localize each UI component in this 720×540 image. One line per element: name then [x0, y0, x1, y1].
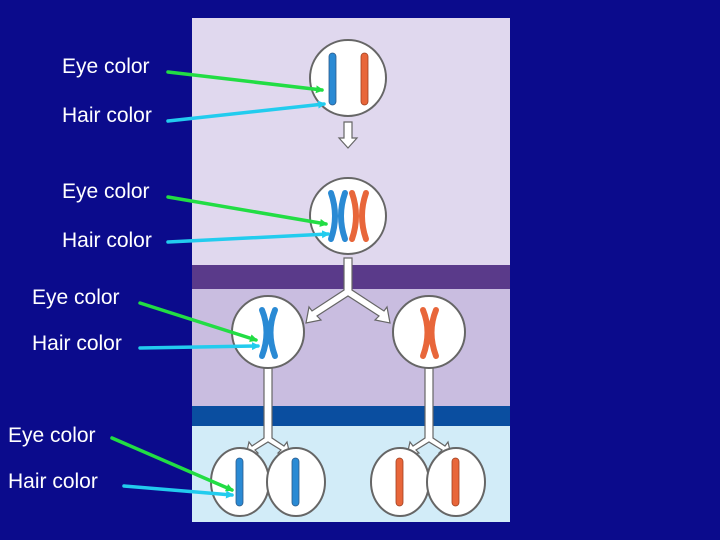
- arrow-cell1-to-cell2: [337, 121, 359, 149]
- label-eye-color-1: Eye color: [62, 55, 150, 78]
- chromosome-blue-x: [328, 190, 348, 242]
- stage-arrows: [245, 121, 452, 456]
- arrow-split-right-meiosis-2: [406, 367, 452, 456]
- pointer-eye-3: [138, 301, 258, 342]
- gamete-4: [426, 447, 486, 517]
- label-hair-color-3: Hair color: [32, 332, 122, 355]
- arrow-split-meiosis-1: [305, 257, 391, 324]
- pointer-eye-4: [110, 436, 234, 492]
- pointer-hair-3: [138, 342, 260, 351]
- gamete-2: [266, 447, 326, 517]
- arrow-split-left-meiosis-2: [245, 367, 291, 456]
- chromosome-blue-x: [259, 307, 278, 359]
- chromosome-orange-x: [420, 307, 439, 359]
- pointer-hair-1: [166, 100, 326, 123]
- chromatid-orange: [451, 457, 460, 507]
- chromosome-orange-x: [349, 190, 369, 242]
- cell-parent: [309, 39, 387, 117]
- chromatid-blue: [291, 457, 300, 507]
- pointer-hair-4: [122, 484, 234, 499]
- label-hair-color-1: Hair color: [62, 104, 152, 127]
- chromatid-blue: [235, 457, 244, 507]
- chromosome-orange: [360, 52, 369, 106]
- label-eye-color-4: Eye color: [8, 424, 96, 447]
- chromatid-orange: [395, 457, 404, 507]
- pointer-hair-2: [166, 230, 330, 244]
- label-hair-color-4: Hair color: [8, 470, 98, 493]
- label-hair-color-2: Hair color: [62, 229, 152, 252]
- meiosis-diagram-panel: [192, 18, 510, 522]
- cell-meiosis1-right: [392, 295, 466, 369]
- pointer-eye-2: [166, 195, 328, 227]
- label-eye-color-2: Eye color: [62, 180, 150, 203]
- chromosome-blue: [328, 52, 337, 106]
- label-eye-color-3: Eye color: [32, 286, 120, 309]
- pointer-eye-1: [166, 70, 324, 94]
- cell-meiosis1-left: [231, 295, 305, 369]
